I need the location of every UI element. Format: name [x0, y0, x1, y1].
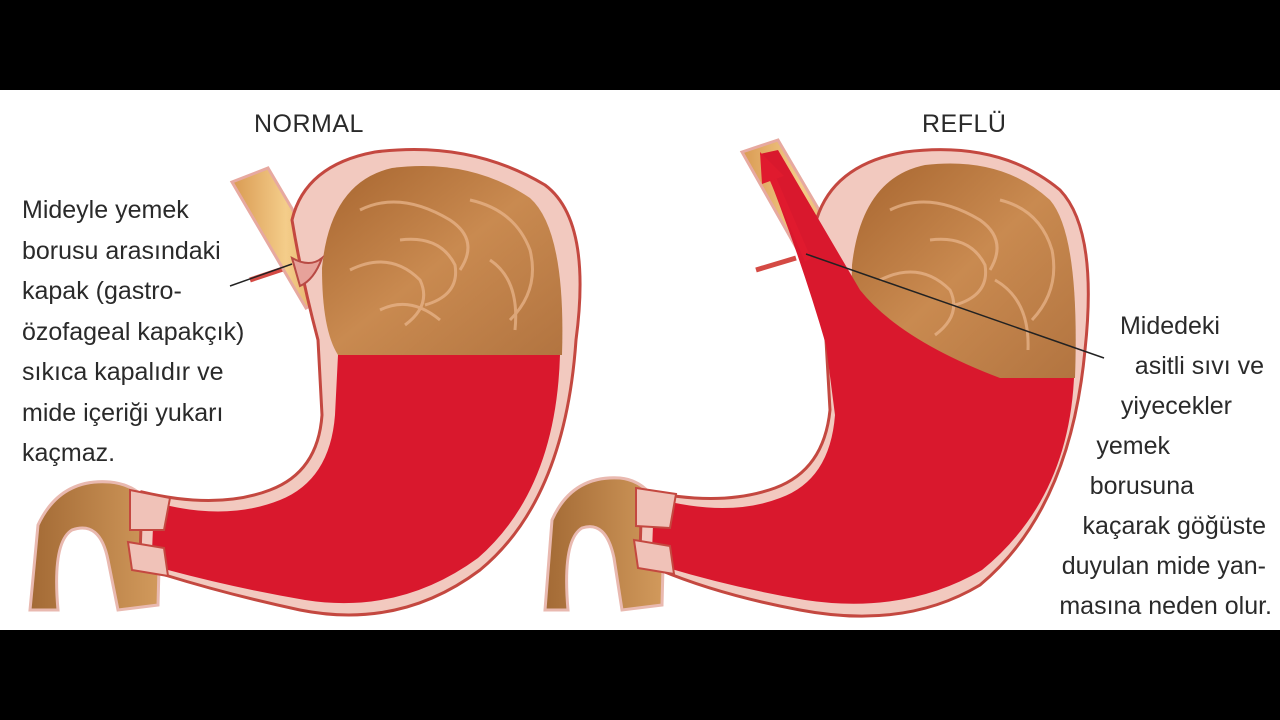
pylorus — [129, 488, 172, 531]
annotation-line: duyulan mide yan- — [1061, 552, 1266, 580]
annotation-line: mide içeriği yukarı — [22, 398, 224, 427]
duodenum — [28, 480, 162, 612]
reflux-arrow — [766, 170, 812, 262]
annotation-line: yiyecekler — [1120, 392, 1232, 420]
pylorus — [635, 486, 678, 530]
mucosa-folds — [349, 198, 534, 331]
annotation-line: masına neden olur. — [1059, 592, 1272, 620]
reflux-arrow-head — [760, 152, 784, 184]
annotation-line: borusuna — [1089, 472, 1194, 500]
annotation-line: Mideyle yemek — [22, 196, 189, 224]
normal-stomach — [28, 147, 582, 617]
leader-line — [805, 253, 1105, 359]
vessel — [755, 255, 797, 273]
acid-fluid — [152, 355, 560, 604]
annotation-line: asitli sıvı ve — [1134, 352, 1264, 380]
pylorus — [126, 540, 170, 578]
title-reflux: REFLÜ — [922, 110, 1007, 138]
acid-fluid — [652, 150, 1074, 604]
normal-annotation: Mideyle yemek borusu arasındaki kapak (g… — [22, 190, 244, 474]
pylorus — [632, 538, 676, 576]
duodenum — [543, 476, 666, 612]
annotation-line: Midedeki — [1119, 312, 1220, 340]
reflux-stomach — [543, 138, 1105, 618]
annotation-line: kaçarak göğüste — [1082, 512, 1266, 540]
mucosa-folds — [879, 198, 1056, 351]
annotation-line: yemek — [1096, 432, 1170, 460]
annotation-line: özofageal kapakçık) — [22, 317, 245, 346]
stomach-illustration — [28, 138, 1105, 618]
gastric-mucosa — [851, 163, 1076, 378]
closed-valve — [290, 254, 325, 288]
annotation-line: sıkıca kapalıdır ve — [22, 358, 224, 386]
title-normal: NORMAL — [254, 110, 364, 138]
annotation-line: borusu arasındaki — [22, 236, 221, 265]
annotation-line: kapak (gastro- — [22, 277, 182, 305]
leader-line — [229, 263, 293, 287]
diagram-panel: NORMAL REFLÜ Mideyle yemek borusu arasın… — [0, 90, 1280, 630]
annotation-line: kaçmaz. — [22, 439, 116, 467]
